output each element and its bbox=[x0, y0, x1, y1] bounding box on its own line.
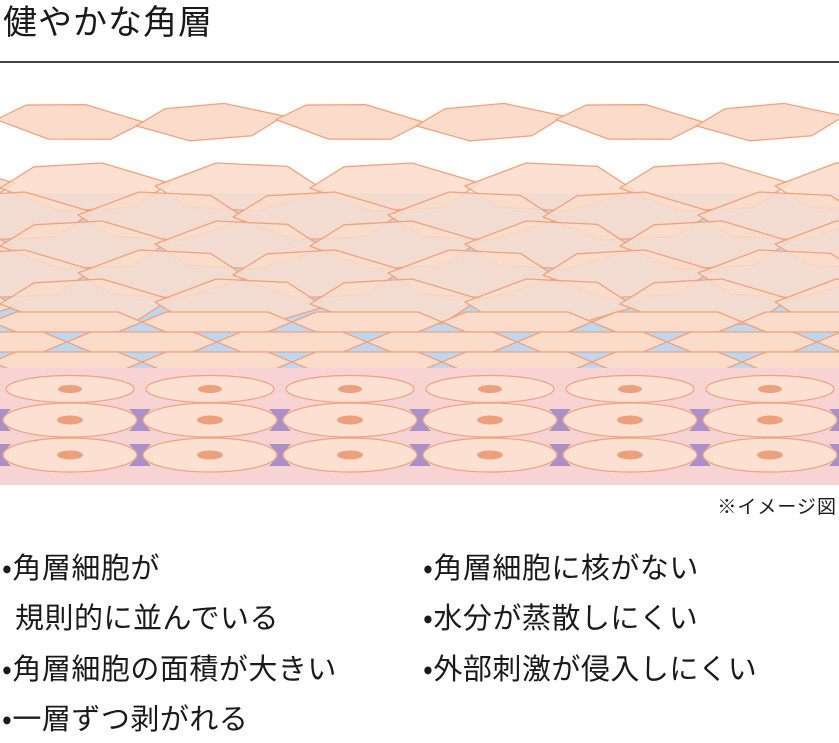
cell-nucleus bbox=[478, 385, 502, 393]
cell-nucleus bbox=[617, 450, 643, 460]
cell-nucleus bbox=[757, 450, 783, 460]
corneocyte-cell bbox=[695, 102, 839, 142]
desmosome-connector bbox=[829, 409, 839, 431]
bullet-item: ・角層細胞に核がない bbox=[423, 553, 699, 585]
moisture-layer bbox=[0, 162, 839, 372]
cell-nucleus bbox=[197, 415, 223, 425]
skin-diagram bbox=[0, 102, 839, 485]
cell-nucleus bbox=[337, 450, 363, 460]
desmosome-connector bbox=[0, 409, 11, 431]
corneocyte-cell bbox=[216, 331, 368, 353]
skin-diagram-container bbox=[0, 85, 839, 495]
corneocyte-cell bbox=[516, 331, 668, 353]
bullet-column-right: ・角層細胞に核がない・水分が蒸散しにくい・外部刺激が侵入しにくい bbox=[423, 544, 757, 695]
living-cell-layer bbox=[0, 368, 839, 485]
bullet-column-left: ・角層細胞が規則的に並んでいる・角層細胞の面積が大きい・一層ずつ剥がれる bbox=[2, 544, 337, 743]
bullet-item: ・角層細胞の面積が大きい bbox=[2, 653, 337, 686]
cell-nucleus bbox=[57, 450, 83, 460]
title-divider bbox=[0, 61, 839, 63]
bullet-item: ・外部刺激が侵入しにくい bbox=[423, 653, 758, 686]
corneocyte-cell bbox=[366, 331, 518, 353]
corneocyte-cell bbox=[415, 102, 565, 142]
bullet-item: ・一層ずつ剥がれる bbox=[2, 704, 249, 737]
corneocyte-cell bbox=[0, 311, 143, 333]
corneocyte-cell bbox=[291, 311, 443, 333]
cell-nucleus bbox=[198, 385, 222, 393]
corneocyte-cell bbox=[135, 102, 285, 142]
cell-nucleus bbox=[58, 385, 82, 393]
cell-nucleus bbox=[758, 385, 782, 393]
corneocyte-cell bbox=[591, 311, 743, 333]
desmosome-connector bbox=[0, 444, 11, 466]
corneocyte-cell bbox=[0, 103, 145, 140]
surface-corneocyte-layer bbox=[0, 102, 839, 142]
cell-nucleus bbox=[57, 415, 83, 425]
desmosome-connector bbox=[829, 444, 839, 466]
bullet-item: ・水分が蒸散しにくい bbox=[423, 603, 699, 636]
cell-nucleus bbox=[338, 385, 362, 393]
cell-nucleus bbox=[617, 415, 643, 425]
corneocyte-cell bbox=[275, 103, 425, 140]
cell-nucleus bbox=[477, 450, 503, 460]
cell-nucleus bbox=[757, 415, 783, 425]
packed-corneocyte-layer bbox=[0, 311, 839, 373]
cell-nucleus bbox=[618, 385, 642, 393]
page-title: 健やかな角層 bbox=[3, 4, 213, 42]
corneocyte-cell bbox=[141, 311, 293, 333]
corneocyte-cell bbox=[441, 311, 593, 333]
corneocyte-cell bbox=[666, 331, 818, 353]
cell-nucleus bbox=[337, 415, 363, 425]
cell-nucleus bbox=[477, 415, 503, 425]
corneocyte-cell bbox=[816, 332, 839, 352]
bullet-item: 規則的に並んでいる bbox=[15, 603, 280, 636]
cell-nucleus bbox=[197, 450, 223, 460]
bullet-item: ・角層細胞が bbox=[2, 553, 160, 585]
corneocyte-cell bbox=[555, 103, 705, 140]
corneocyte-cell bbox=[66, 331, 218, 353]
image-note: ※イメージ図 bbox=[717, 497, 837, 518]
